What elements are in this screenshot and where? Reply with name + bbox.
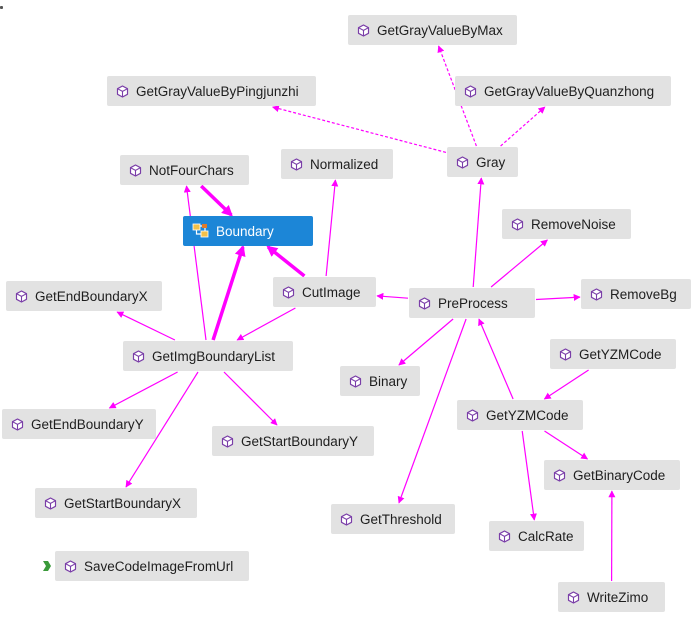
method-cube-icon xyxy=(221,434,234,448)
method-cube-icon xyxy=(559,347,572,361)
method-cube-icon xyxy=(357,23,370,37)
method-cube-icon xyxy=(511,217,524,231)
method-cube-icon xyxy=(129,163,142,177)
method-cube-icon xyxy=(464,84,477,98)
method-cube-icon xyxy=(44,496,57,510)
edge-get-img-boundary-list-to-not-four-chars[interactable] xyxy=(183,185,207,341)
node-label: GetStartBoundaryY xyxy=(241,433,359,449)
edge-gray-to-get-gray-value-by-pingjunzhi[interactable] xyxy=(271,105,447,153)
edge-get-img-boundary-list-to-get-end-boundary-x[interactable] xyxy=(116,311,176,341)
node-get-img-boundary-list[interactable]: GetImgBoundaryList xyxy=(123,341,293,371)
method-cube-icon xyxy=(15,289,28,303)
edge-cut-image-to-normalized[interactable] xyxy=(325,179,339,277)
node-label: GetGrayValueByQuanzhong xyxy=(484,83,655,99)
method-cube-icon xyxy=(282,285,295,299)
node-pre-process[interactable]: PreProcess xyxy=(409,288,535,318)
node-cut-image[interactable]: CutImage xyxy=(273,277,376,307)
node-get-end-boundary-x[interactable]: GetEndBoundaryX xyxy=(6,281,162,311)
method-cube-icon xyxy=(290,157,303,171)
node-label: SaveCodeImageFromUrl xyxy=(84,558,234,574)
node-label: GetEndBoundaryY xyxy=(31,416,144,432)
node-label: Binary xyxy=(369,373,408,389)
node-save-code-image-from-url[interactable]: SaveCodeImageFromUrl xyxy=(55,551,249,581)
node-label: NotFourChars xyxy=(149,162,234,178)
method-cube-icon xyxy=(132,349,145,363)
node-boundary[interactable]: Boundary xyxy=(183,216,313,246)
method-cube-icon xyxy=(116,84,129,98)
edge-pre-process-to-cut-image[interactable] xyxy=(376,292,409,300)
node-label: GetGrayValueByPingjunzhi xyxy=(136,83,299,99)
node-label: GetBinaryCode xyxy=(573,467,666,483)
node-gray[interactable]: Gray xyxy=(447,147,518,177)
node-label: GetGrayValueByMax xyxy=(377,22,503,38)
node-calc-rate[interactable]: CalcRate xyxy=(489,521,584,551)
class-icon xyxy=(192,223,210,239)
node-not-four-chars[interactable]: NotFourChars xyxy=(120,155,249,185)
method-cube-icon xyxy=(11,417,24,431)
node-label: Boundary xyxy=(216,223,274,239)
node-get-gray-value-by-pingjunzhi[interactable]: GetGrayValueByPingjunzhi xyxy=(107,76,316,106)
node-label: CalcRate xyxy=(518,528,574,544)
node-get-threshold[interactable]: GetThreshold xyxy=(331,504,455,534)
node-label: CutImage xyxy=(302,284,361,300)
node-get-end-boundary-y[interactable]: GetEndBoundaryY xyxy=(2,409,156,439)
node-label: PreProcess xyxy=(438,295,508,311)
node-label: RemoveBg xyxy=(610,286,677,302)
edge-get-yzm-code2-to-calc-rate[interactable] xyxy=(521,430,537,521)
edge-not-four-chars-to-boundary[interactable] xyxy=(199,184,233,217)
node-label: Gray xyxy=(476,154,506,170)
node-label: GetYZMCode xyxy=(579,346,662,362)
canvas-corner-mark xyxy=(0,6,3,9)
method-cube-icon xyxy=(553,468,566,482)
node-get-gray-value-by-max[interactable]: GetGrayValueByMax xyxy=(348,15,517,45)
edge-cut-image-to-get-img-boundary-list[interactable] xyxy=(236,307,296,341)
edge-pre-process-to-remove-noise[interactable] xyxy=(490,239,548,288)
node-label: WriteZimo xyxy=(587,589,649,605)
edge-cut-image-to-boundary[interactable] xyxy=(266,245,306,278)
node-remove-bg[interactable]: RemoveBg xyxy=(581,279,691,309)
edge-get-yzm-code1-to-get-yzm-code2[interactable] xyxy=(543,369,589,400)
edge-get-img-boundary-list-to-get-end-boundary-y[interactable] xyxy=(108,371,178,409)
node-label: Normalized xyxy=(310,156,379,172)
method-cube-icon xyxy=(567,590,580,604)
node-get-yzm-code2[interactable]: GetYZMCode xyxy=(457,400,583,430)
node-binary[interactable]: Binary xyxy=(340,366,420,396)
node-get-start-boundary-y[interactable]: GetStartBoundaryY xyxy=(212,426,374,456)
entry-point-icon xyxy=(43,561,51,571)
edge-pre-process-to-binary[interactable] xyxy=(398,318,454,366)
method-cube-icon xyxy=(466,408,479,422)
node-get-start-boundary-x[interactable]: GetStartBoundaryX xyxy=(35,488,197,518)
edge-get-yzm-code2-to-pre-process[interactable] xyxy=(478,318,514,400)
node-get-binary-code[interactable]: GetBinaryCode xyxy=(544,460,680,490)
node-label: GetImgBoundaryList xyxy=(152,348,276,364)
method-cube-icon xyxy=(64,559,77,573)
node-write-zimo[interactable]: WriteZimo xyxy=(558,582,665,612)
method-cube-icon xyxy=(340,512,353,526)
node-label: GetStartBoundaryX xyxy=(64,495,182,511)
edge-pre-process-to-remove-bg[interactable] xyxy=(535,293,581,301)
edge-get-img-boundary-list-to-get-start-boundary-y[interactable] xyxy=(223,371,278,426)
node-label: GetYZMCode xyxy=(486,407,569,423)
method-cube-icon xyxy=(498,529,511,543)
edge-gray-to-get-gray-value-by-quanzhong[interactable] xyxy=(500,106,546,147)
node-normalized[interactable]: Normalized xyxy=(281,149,393,179)
node-remove-noise[interactable]: RemoveNoise xyxy=(502,209,631,239)
node-get-gray-value-by-quanzhong[interactable]: GetGrayValueByQuanzhong xyxy=(455,76,671,106)
node-label: GetThreshold xyxy=(360,511,442,527)
node-label: GetEndBoundaryX xyxy=(35,288,148,304)
method-cube-icon xyxy=(349,374,362,388)
edge-get-yzm-code2-to-get-binary-code[interactable] xyxy=(544,430,589,460)
node-label: RemoveNoise xyxy=(531,216,616,232)
edge-get-img-boundary-list-to-boundary[interactable] xyxy=(211,244,246,341)
method-cube-icon xyxy=(590,287,603,301)
edge-pre-process-to-gray[interactable] xyxy=(472,177,485,288)
method-cube-icon xyxy=(418,296,431,310)
node-get-yzm-code1[interactable]: GetYZMCode xyxy=(550,339,676,369)
method-cube-icon xyxy=(456,155,469,169)
